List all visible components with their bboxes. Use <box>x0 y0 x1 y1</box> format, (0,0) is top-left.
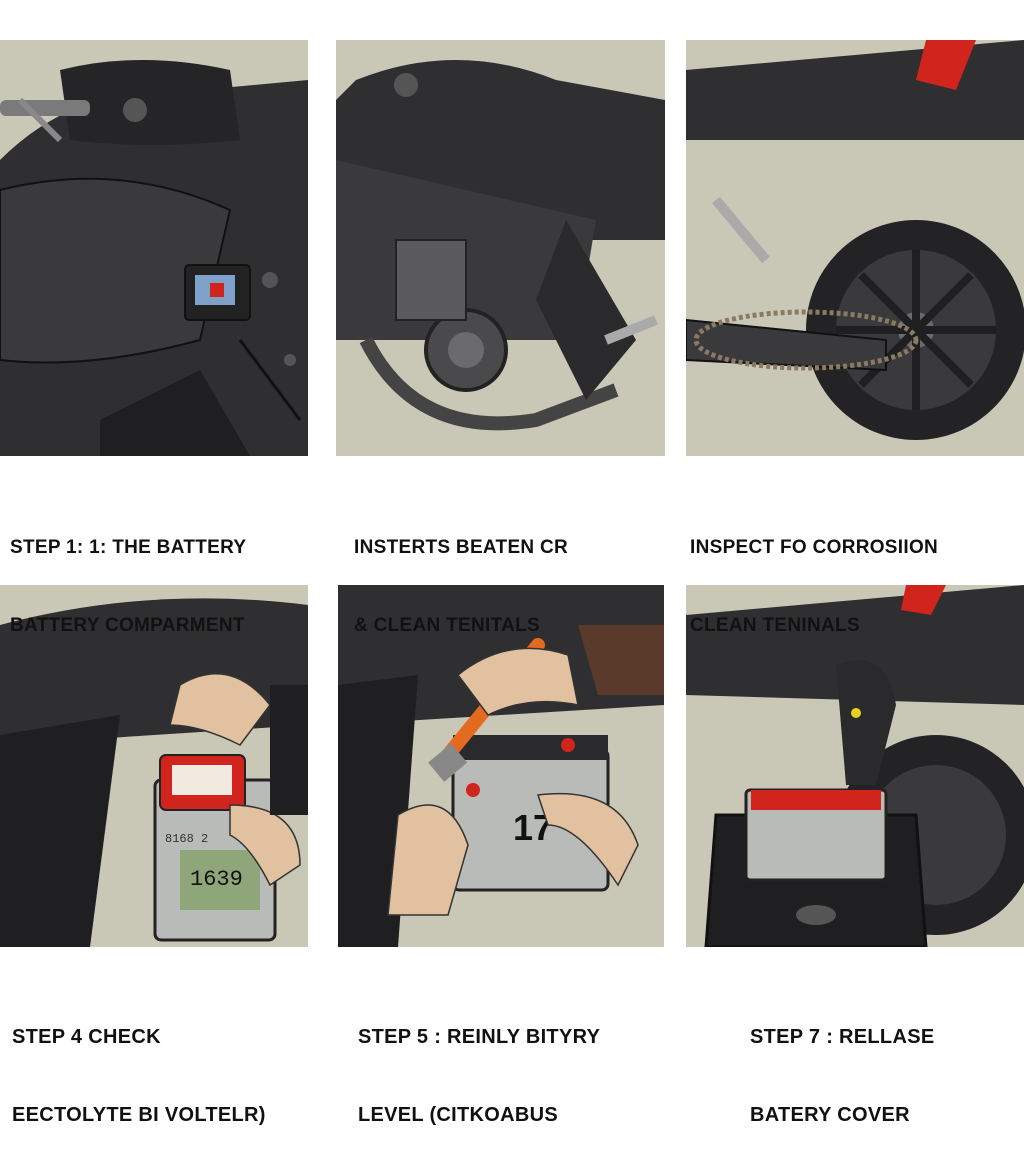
step-4-illustration: 1639 8168 2 <box>0 585 308 947</box>
caption-line-1: STEP 4 CHECK <box>12 1026 161 1048</box>
step-2-caption: INSTERTS BEATEN CR & CLEAN TENITALS <box>354 483 568 665</box>
step-3-illustration <box>686 40 1024 456</box>
caption-line-2: BATERY COVER <box>750 1104 910 1126</box>
step-5-illustration: 17 <box>338 585 664 947</box>
caption-line-1: STEP 5 : REINLY BITYRY <box>358 1026 601 1048</box>
caption-line-2: & CLEAN TENITALS <box>354 615 540 636</box>
hands-icon: 1639 8168 2 <box>0 585 308 947</box>
meter-reading-text: 1639 <box>190 867 243 892</box>
caption-line-1: STEP 1: 1: THE BATTERY <box>10 537 247 558</box>
step-1-caption: STEP 1: 1: THE BATTERY BATTERY COMPARMEN… <box>10 483 246 665</box>
saddlebag-icon <box>686 585 1024 947</box>
step-5-caption: STEP 5 : REINLY BITYRY LEVEL (CITKOABUS <box>358 972 600 1154</box>
battery-meter-icon <box>159 754 246 811</box>
caption-line-2: CLEAN TENINALS <box>690 615 860 636</box>
caption-line-1: INSTERTS BEATEN CR <box>354 537 569 558</box>
caption-line-2: EECTOLYTE BI VOLTELR) <box>12 1104 266 1126</box>
chain-icon <box>693 309 919 371</box>
caption-line-1: INSPECT FO CORROSIION <box>690 537 939 558</box>
step-1-illustration <box>0 40 308 456</box>
battery-label-text: 8168 2 <box>165 832 208 846</box>
battery-icon: 17 <box>338 585 664 947</box>
motorcycle-engine-icon <box>336 40 665 456</box>
step-4-caption: STEP 4 CHECK EECTOLYTE BI VOLTELR) <box>12 972 266 1154</box>
caption-line-2: LEVEL (CITKOABUS <box>358 1104 558 1126</box>
step-3-caption: INSPECT FO CORROSIION CLEAN TENINALS <box>690 483 938 665</box>
caption-line-1: STEP 7 : RELLASE <box>750 1026 935 1048</box>
battery-compartment-icon <box>184 264 251 321</box>
step-6-caption: STEP 7 : RELLASE BATERY COVER <box>750 972 934 1154</box>
caption-line-2: BATTERY COMPARMENT <box>10 615 245 636</box>
rear-wheel-icon <box>686 40 1024 456</box>
step-6-illustration <box>686 585 1024 947</box>
step-2-illustration <box>336 40 665 456</box>
motorcycle-side-icon <box>0 40 308 456</box>
